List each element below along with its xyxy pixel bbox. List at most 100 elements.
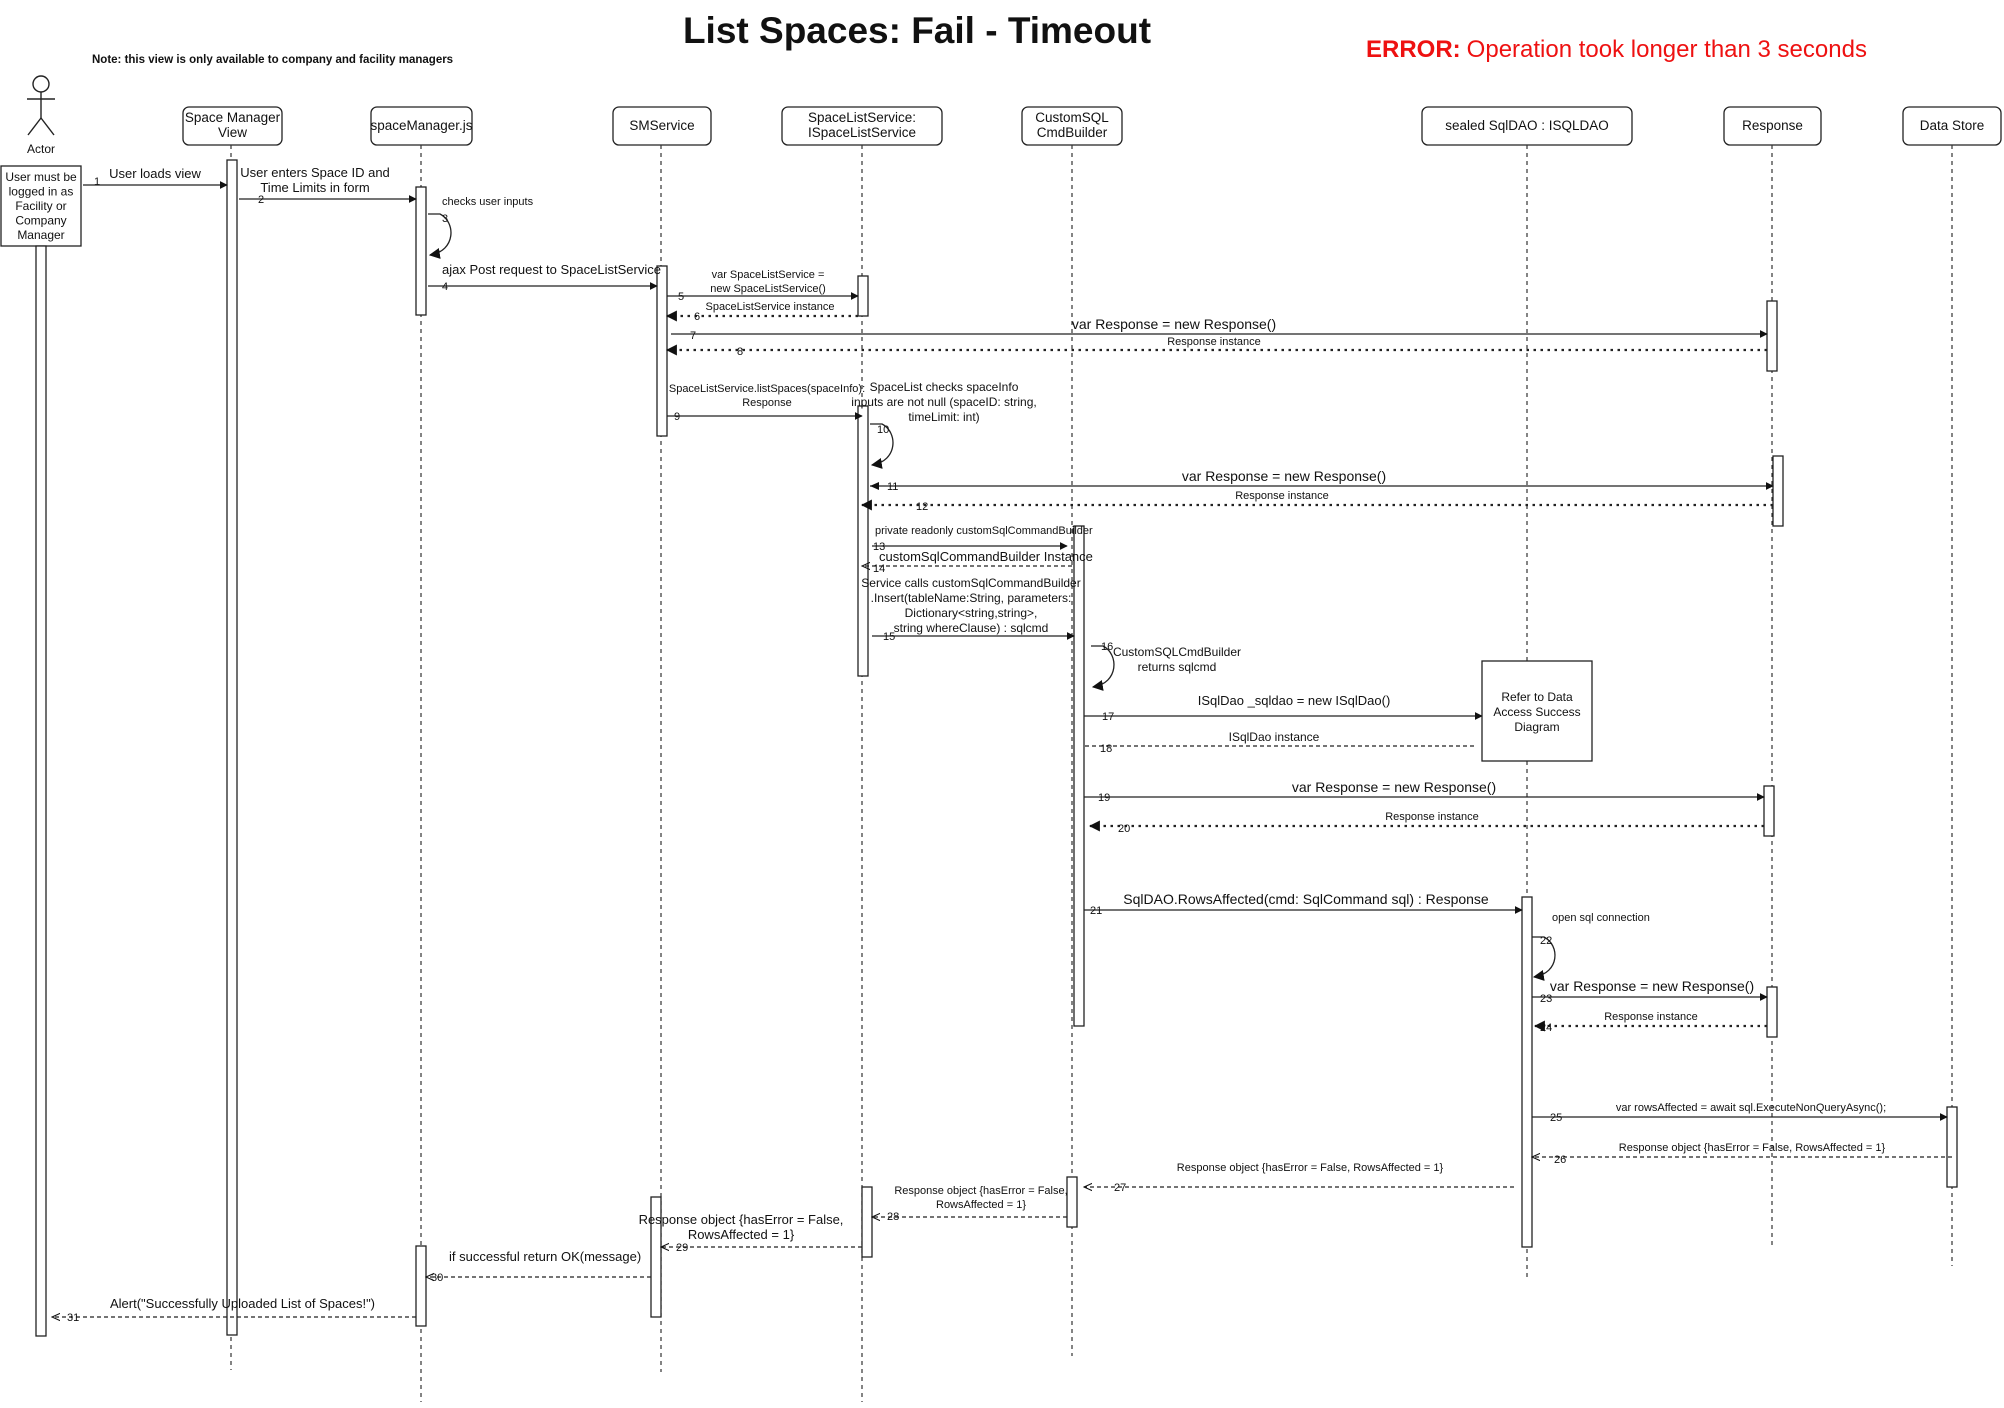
message-number-21: 21 [1090, 905, 1102, 917]
smjs-activation-2 [415, 1245, 427, 1327]
message-label-7: var Response = new Response() [1072, 316, 1276, 332]
participant-dao: sealed SqlDAO : ISQLDAO [1421, 106, 1633, 146]
participant-store: Data Store [1902, 106, 2002, 146]
message-label-18: ISqlDao instance [1229, 730, 1320, 744]
message-label-13: private readonly customSqlCommandBuilder [875, 525, 1093, 537]
message-label-9: SpaceListService.listSpaces(spaceInfo):R… [669, 383, 865, 409]
self-call-arrow-16 [1091, 645, 1115, 691]
sls-activation-3 [861, 1186, 873, 1258]
message-label-27: Response object {hasError = False, RowsA… [1177, 1162, 1444, 1174]
message-17: 17 ISqlDao _sqldao = new ISqlDao() [1084, 693, 1483, 723]
message-label-29: Response object {hasError = False,RowsAf… [639, 1212, 844, 1242]
message-label-6: SpaceListService instance [705, 301, 834, 313]
message-label-21: SqlDAO.RowsAffected(cmd: SqlCommand sql)… [1123, 891, 1489, 907]
message-label-23: var Response = new Response() [1550, 978, 1754, 994]
message-number-12: 12 [916, 501, 928, 513]
message-number-16: 16 [1101, 641, 1113, 653]
message-number-6: 6 [694, 311, 700, 323]
participant-label-sls: SpaceListService:ISpaceListService [808, 110, 916, 140]
message-label-24: Response instance [1604, 1011, 1698, 1023]
message-label-8: Response instance [1167, 336, 1261, 348]
diagram-title: List Spaces: Fail - Timeout [683, 10, 1151, 51]
self-call-arrow-22 [1532, 936, 1556, 981]
message-number-15: 15 [883, 631, 895, 643]
store-activation [1946, 1106, 1958, 1188]
message-label-12: Response instance [1235, 490, 1329, 502]
message-number-30: 30 [431, 1272, 443, 1284]
participant-label-resp: Response [1742, 118, 1803, 133]
participant-smjs: spaceManager.js [370, 106, 473, 146]
message-label-4: ajax Post request to SpaceListService [442, 262, 661, 277]
message-number-5: 5 [678, 291, 684, 303]
svg-text:ERROR:Operation took longer th: ERROR:Operation took longer than 3 secon… [1366, 36, 1867, 63]
message-number-2: 2 [258, 194, 264, 206]
message-label-1: User loads view [109, 166, 201, 181]
message-number-23: 23 [1540, 993, 1552, 1005]
message-number-27: 27 [1114, 1182, 1126, 1194]
resp-activation-4 [1766, 986, 1778, 1038]
participant-sls: SpaceListService:ISpaceListService [781, 106, 943, 146]
csql-activation-1 [1073, 525, 1085, 1027]
resp-activation-3 [1763, 785, 1775, 837]
participant-label-smjs: spaceManager.js [370, 118, 472, 133]
message-9: 9SpaceListService.listSpaces(spaceInfo):… [667, 383, 865, 423]
message-7: 7 var Response = new Response() [671, 316, 1768, 342]
message-label-14: customSqlCommandBuilder Instance [879, 549, 1093, 564]
message-label-19: var Response = new Response() [1292, 779, 1496, 795]
message-21: 21 SqlDAO.RowsAffected(cmd: SqlCommand sq… [1084, 891, 1523, 917]
smjs-activation-1 [415, 186, 427, 316]
message-6: 6 SpaceListService instance [665, 301, 858, 323]
participant-box-smview [182, 106, 283, 146]
message-number-28: 28 [887, 1211, 899, 1223]
message-arrow-head-11 [870, 482, 879, 490]
participant-smservice: SMService [612, 106, 712, 146]
message-11: 11 var Response = new Response() [870, 468, 1774, 493]
message-label-17: ISqlDao _sqldao = new ISqlDao() [1198, 693, 1391, 708]
message-label-15: Service calls customSqlCommandBuilder.In… [861, 576, 1080, 635]
message-label-28: Response object {hasError = False,RowsAf… [894, 1185, 1067, 1211]
message-label-20: Response instance [1385, 811, 1479, 823]
message-label-5: var SpaceListService =new SpaceListServi… [710, 269, 826, 295]
message-label-11: var Response = new Response() [1182, 468, 1386, 484]
message-number-22: 22 [1540, 935, 1552, 947]
error-message: Operation took longer than 3 seconds [1467, 36, 1867, 63]
self-call-arrow-3 [428, 213, 452, 259]
message-number-3: 3 [442, 213, 448, 225]
message-number-7: 7 [690, 330, 696, 342]
message-label-26: Response object {hasError = False, RowsA… [1619, 1142, 1886, 1154]
error-prefix: ERROR: [1366, 36, 1461, 63]
message-12: 12 Response instance [860, 490, 1773, 513]
message-number-17: 17 [1102, 711, 1114, 723]
message-number-31: 31 [67, 1312, 79, 1324]
sls-activation-1 [857, 275, 869, 317]
resp-activation-2 [1772, 455, 1784, 527]
message-label-25: var rowsAffected = await sql.ExecuteNonQ… [1616, 1102, 1886, 1114]
smservice-activation-2 [650, 1196, 662, 1318]
message-number-11: 11 [887, 481, 898, 493]
message-number-29: 29 [676, 1242, 688, 1254]
